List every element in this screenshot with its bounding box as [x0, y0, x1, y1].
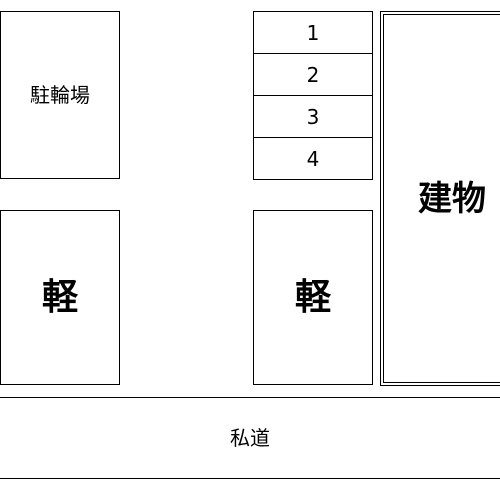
kei-car-label-right: 軽	[294, 276, 331, 318]
private-road: 私道	[0, 398, 500, 478]
kei-car-space-left: 軽	[0, 210, 120, 385]
road-top-edge	[0, 397, 500, 398]
kei-car-label-left: 軽	[41, 276, 78, 318]
parking-spot-2: 2	[253, 53, 373, 96]
parking-spot-2-number: 2	[306, 62, 320, 87]
private-road-label: 私道	[230, 426, 270, 450]
parking-spot-3-number: 3	[306, 104, 320, 129]
bicycle-parking-label: 駐輪場	[30, 83, 90, 107]
building-label: 建物	[418, 178, 486, 219]
parking-spot-4: 4	[253, 137, 373, 180]
parking-spot-4-number: 4	[306, 146, 320, 171]
parking-spot-3: 3	[253, 95, 373, 138]
road-bottom-edge	[0, 478, 500, 479]
building-block: 建物	[380, 11, 500, 386]
bicycle-parking-area: 駐輪場	[0, 11, 120, 179]
kei-car-space-right: 軽	[253, 210, 373, 385]
parking-spot-1: 1	[253, 11, 373, 54]
parking-spot-1-number: 1	[306, 20, 320, 45]
